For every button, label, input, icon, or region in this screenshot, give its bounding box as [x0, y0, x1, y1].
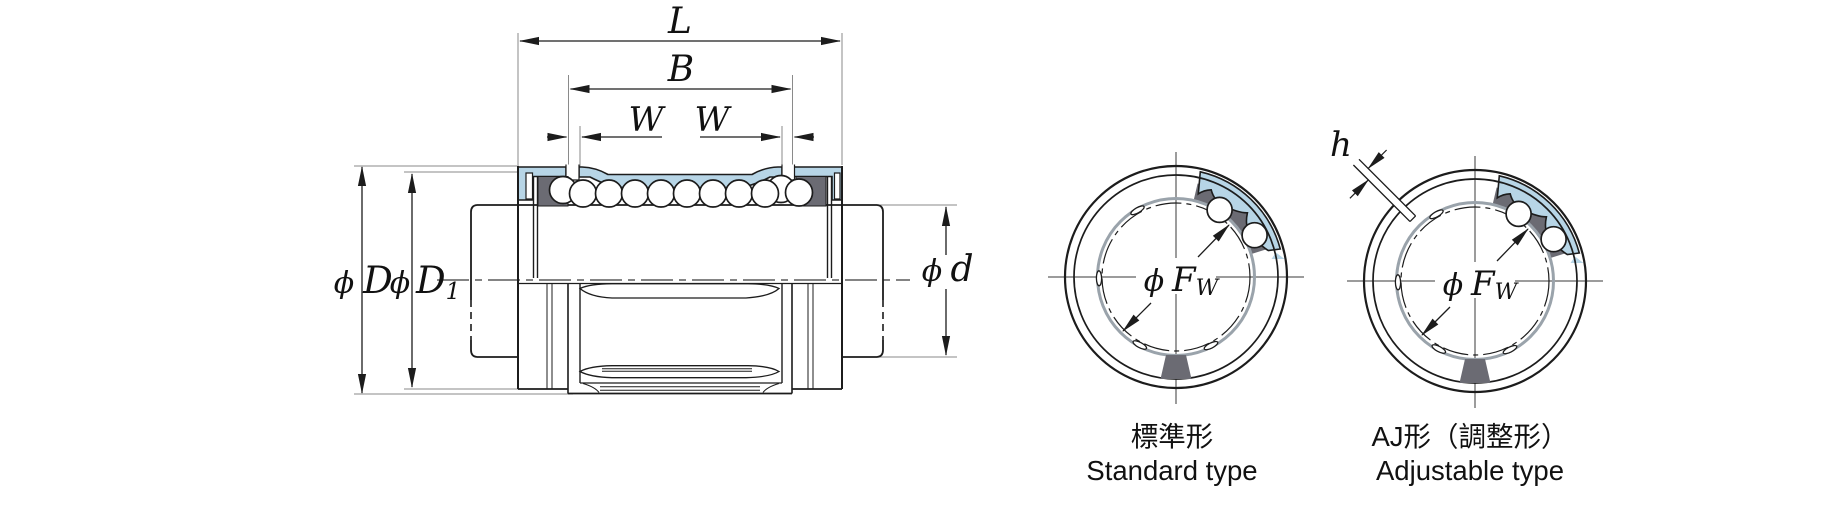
retainer-key-wedge	[1160, 355, 1192, 379]
bore-dimension	[1122, 224, 1230, 332]
bore-slot-ticks	[1095, 205, 1219, 351]
caption-adjustable-jp: AJ形（調整形）	[1371, 421, 1568, 452]
dim-label-B: B	[667, 49, 694, 90]
end-view-ball-lower	[1241, 221, 1268, 249]
dim-label-D1: D1	[415, 259, 460, 305]
end-view-ball-upper	[1206, 196, 1233, 224]
phi-symbol-D: ϕ	[334, 266, 354, 301]
caption-standard-jp: 標準形	[1131, 421, 1214, 452]
phi-symbol-D1: ϕ	[390, 266, 410, 301]
dimension-lines	[357, 36, 951, 394]
shell-sector-tip	[1271, 252, 1285, 259]
dim-label-W-right: W	[695, 100, 733, 140]
seal-groove-left	[525, 172, 534, 200]
label-mask	[1136, 258, 1216, 294]
end-view-standard: ϕ FW	[1048, 152, 1304, 404]
body-outline	[517, 166, 843, 395]
end-view-adjustable	[1347, 156, 1603, 408]
phi-symbol-d: ϕ	[922, 254, 942, 289]
seal-plate-right	[826, 176, 833, 278]
dim-label-d: d	[950, 249, 973, 290]
caption-adjustable-en: Adjustable type	[1376, 455, 1564, 486]
dim-label-W-left: W	[629, 100, 667, 140]
retainer-slots	[578, 283, 782, 393]
ball-row	[548, 174, 814, 208]
phi-symbol-FW: ϕ	[1144, 264, 1164, 299]
outer-circle	[1063, 164, 1289, 390]
bore-circle	[1101, 202, 1251, 352]
dim-label-D: D	[362, 259, 393, 302]
side-view: L B W W ϕ D ϕ D1 ϕ d	[334, 1, 976, 395]
label-mask	[920, 255, 976, 289]
adjustment-slit: h	[1330, 125, 1418, 223]
dim-label-L: L	[667, 1, 692, 42]
extension-lines	[354, 33, 957, 395]
seal-plate-left	[532, 176, 539, 278]
captions: 標準形 Standard type AJ形（調整形） Adjustable ty…	[1086, 421, 1568, 486]
dim-label-FW: FW	[1171, 260, 1221, 301]
dim-label-h: h	[1330, 125, 1352, 165]
seal-groove-right	[833, 172, 841, 200]
caption-standard-en: Standard type	[1086, 455, 1257, 486]
